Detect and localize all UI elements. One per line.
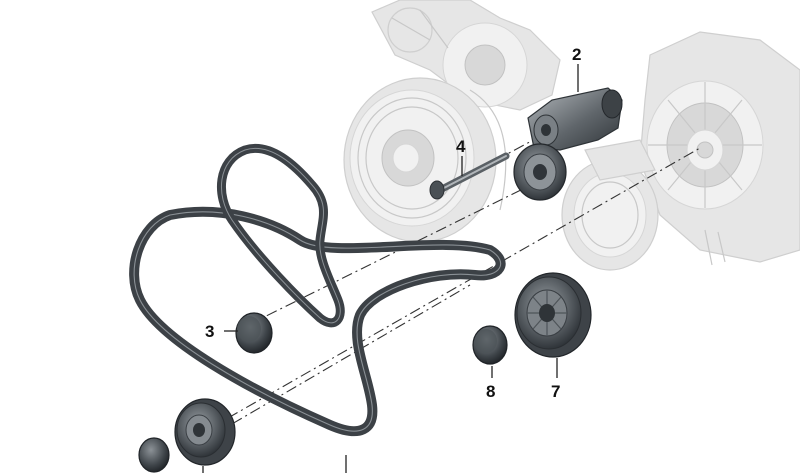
callout-2: 2: [572, 45, 581, 64]
callout-7: 7: [551, 382, 560, 401]
dust-cap-part-3: [235, 312, 273, 354]
dust-cap-part-8: [472, 325, 508, 365]
callout-leaders: [202, 64, 579, 473]
idler-pulley-lower-left: [174, 398, 236, 466]
drive-belt-large: [129, 206, 506, 437]
bolt-part-4: [429, 152, 510, 200]
alternator-ghost: [639, 31, 800, 266]
callout-8: 8: [486, 382, 495, 401]
dust-cap-lower-left: [138, 437, 170, 473]
belt-tensioner-part-2: [513, 87, 623, 201]
water-pump-ghost: [371, 0, 561, 111]
drive-belt-small: [216, 143, 345, 328]
ac-compressor-ghost: [561, 139, 659, 271]
idler-pulley-part-7: [514, 272, 592, 358]
callout-4: 4: [456, 137, 466, 156]
callout-3: 3: [205, 322, 214, 341]
